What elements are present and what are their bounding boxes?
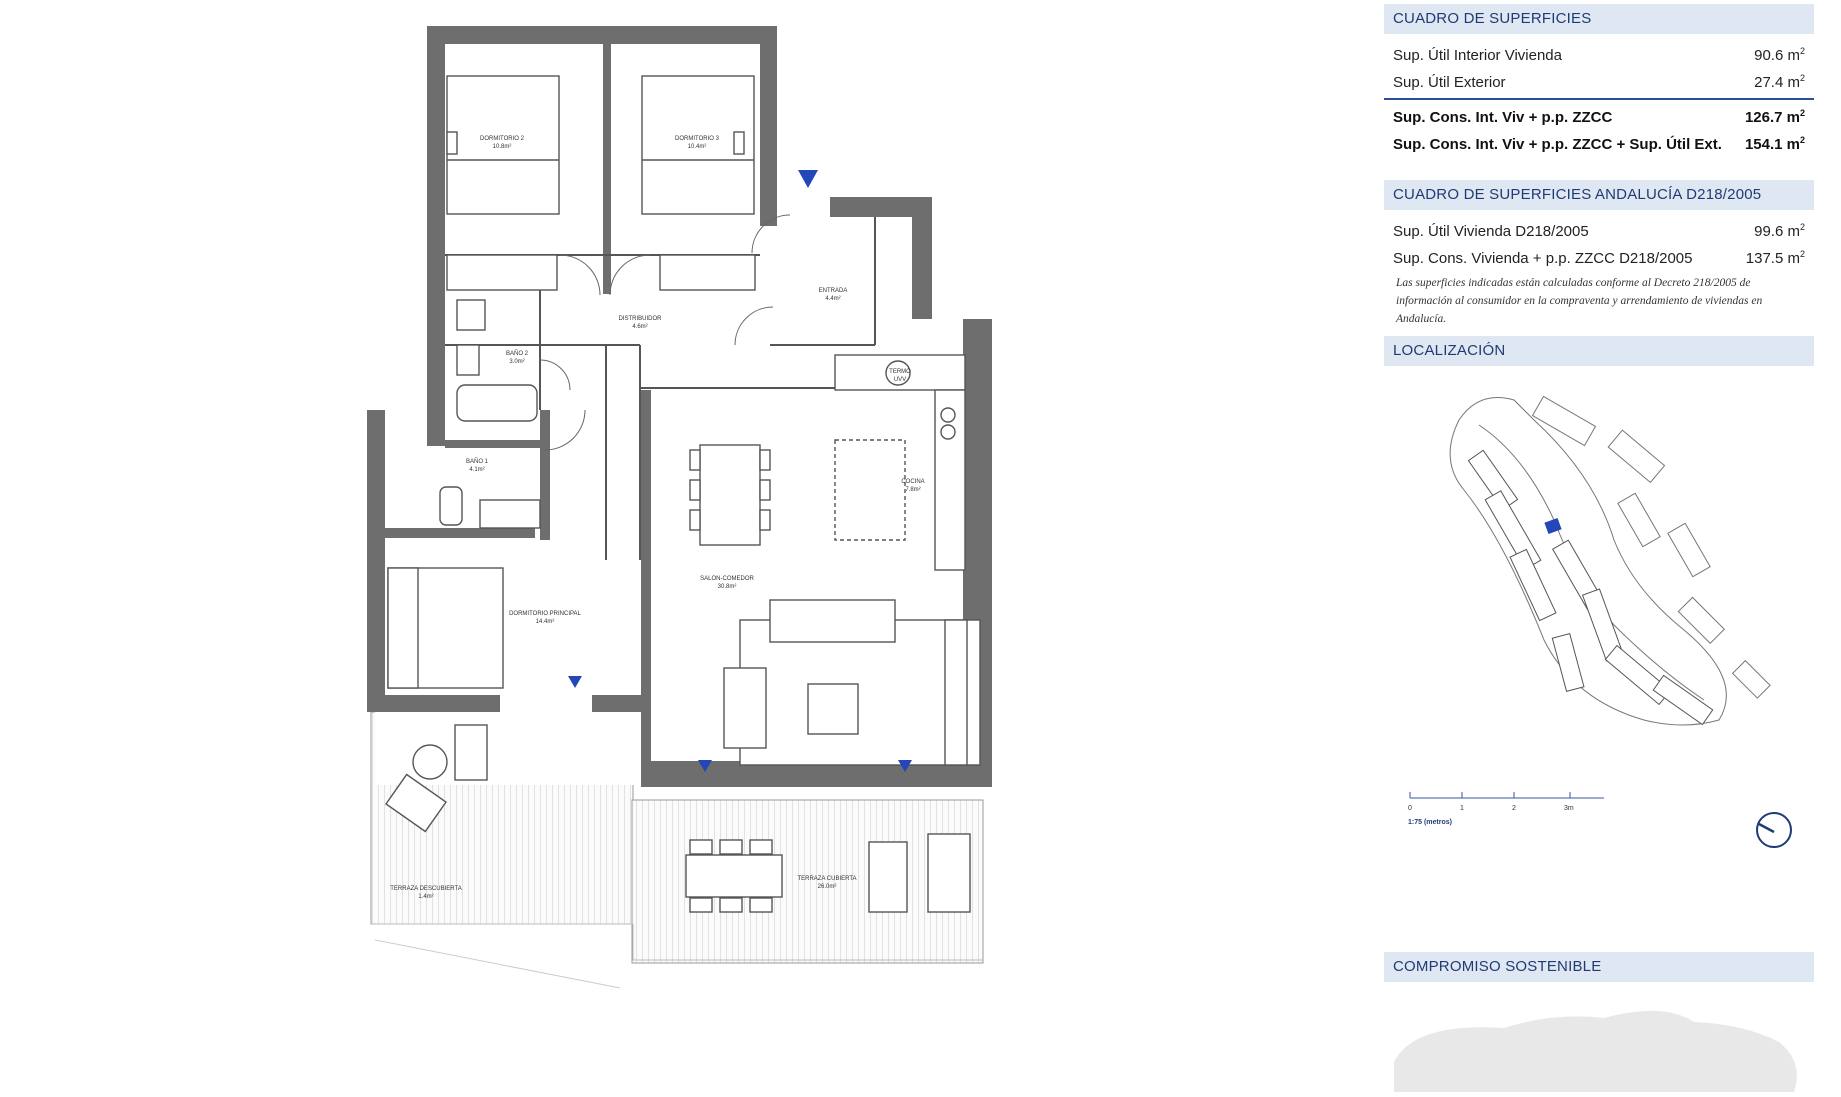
andalucia-heading: CUADRO DE SUPERFICIES ANDALUCÍA D218/200… — [1384, 180, 1814, 210]
row-label: Sup. Útil Exterior — [1393, 74, 1506, 91]
location-map: 0 1 2 3m 1:75 (metros) — [1408, 395, 1792, 848]
door-swings — [539, 214, 791, 451]
superficies-row: Sup. Cons. Int. Viv + p.p. ZZCC + Sup. Ú… — [1384, 131, 1814, 158]
row-value: 27.4 m2 — [1754, 73, 1805, 92]
row-value: 154.1 m2 — [1744, 135, 1805, 154]
decree-note: Las superficies indicadas están calculad… — [1396, 277, 1763, 325]
north-compass-icon — [1756, 812, 1792, 848]
apartment-highlight — [1544, 517, 1562, 535]
andalucia-row: Sup. Cons. Vivienda + p.p. ZZCC D218/200… — [1384, 245, 1814, 272]
site-plan — [1449, 395, 1771, 726]
info-panel: CUADRO DE SUPERFICIES Sup. Útil Interior… — [1384, 0, 1814, 366]
row-label: Sup. Útil Interior Vivienda — [1393, 47, 1562, 64]
divider — [1384, 98, 1814, 100]
furniture — [385, 75, 981, 913]
row-value: 90.6 m2 — [1754, 46, 1805, 65]
scale-label: 1:75 (metros) — [1408, 819, 1452, 826]
row-label: Sup. Cons. Vivienda + p.p. ZZCC D218/200… — [1393, 250, 1693, 267]
sustainability-badge-area — [1394, 1010, 1797, 1092]
scale-tick: 2 — [1512, 805, 1516, 812]
scale-tick: 1 — [1460, 805, 1464, 812]
row-label: Sup. Cons. Int. Viv + p.p. ZZCC — [1393, 109, 1613, 126]
compromiso-heading: COMPROMISO SOSTENIBLE — [1384, 952, 1814, 982]
superficies-row: Sup. Cons. Int. Viv + p.p. ZZCC 126.7 m2 — [1384, 104, 1814, 131]
superficies-row: Sup. Útil Interior Vivienda 90.6 m2 — [1384, 42, 1814, 69]
superficies-heading: CUADRO DE SUPERFICIES — [1384, 4, 1814, 34]
row-label: Sup. Cons. Int. Viv + p.p. ZZCC + Sup. Ú… — [1393, 136, 1722, 153]
row-value: 99.6 m2 — [1754, 222, 1805, 241]
compromiso-section: COMPROMISO SOSTENIBLE — [1384, 952, 1814, 1097]
andalucia-row: Sup. Útil Vivienda D218/2005 99.6 m2 — [1384, 218, 1814, 245]
superficies-row: Sup. Útil Exterior 27.4 m2 — [1384, 69, 1814, 96]
scale-bar — [1409, 792, 1604, 799]
row-value: 126.7 m2 — [1744, 108, 1805, 127]
scale-tick: 3m — [1564, 805, 1574, 812]
scale-tick: 0 — [1408, 805, 1412, 812]
orientation-markers — [568, 170, 912, 772]
localizacion-heading: LOCALIZACIÓN — [1384, 336, 1814, 366]
superficies-table: Sup. Útil Interior Vivienda 90.6 m2 Sup.… — [1384, 42, 1814, 158]
row-value: 137.5 m2 — [1745, 249, 1805, 268]
buildings — [1467, 449, 1714, 726]
row-label: Sup. Útil Vivienda D218/2005 — [1393, 223, 1589, 240]
